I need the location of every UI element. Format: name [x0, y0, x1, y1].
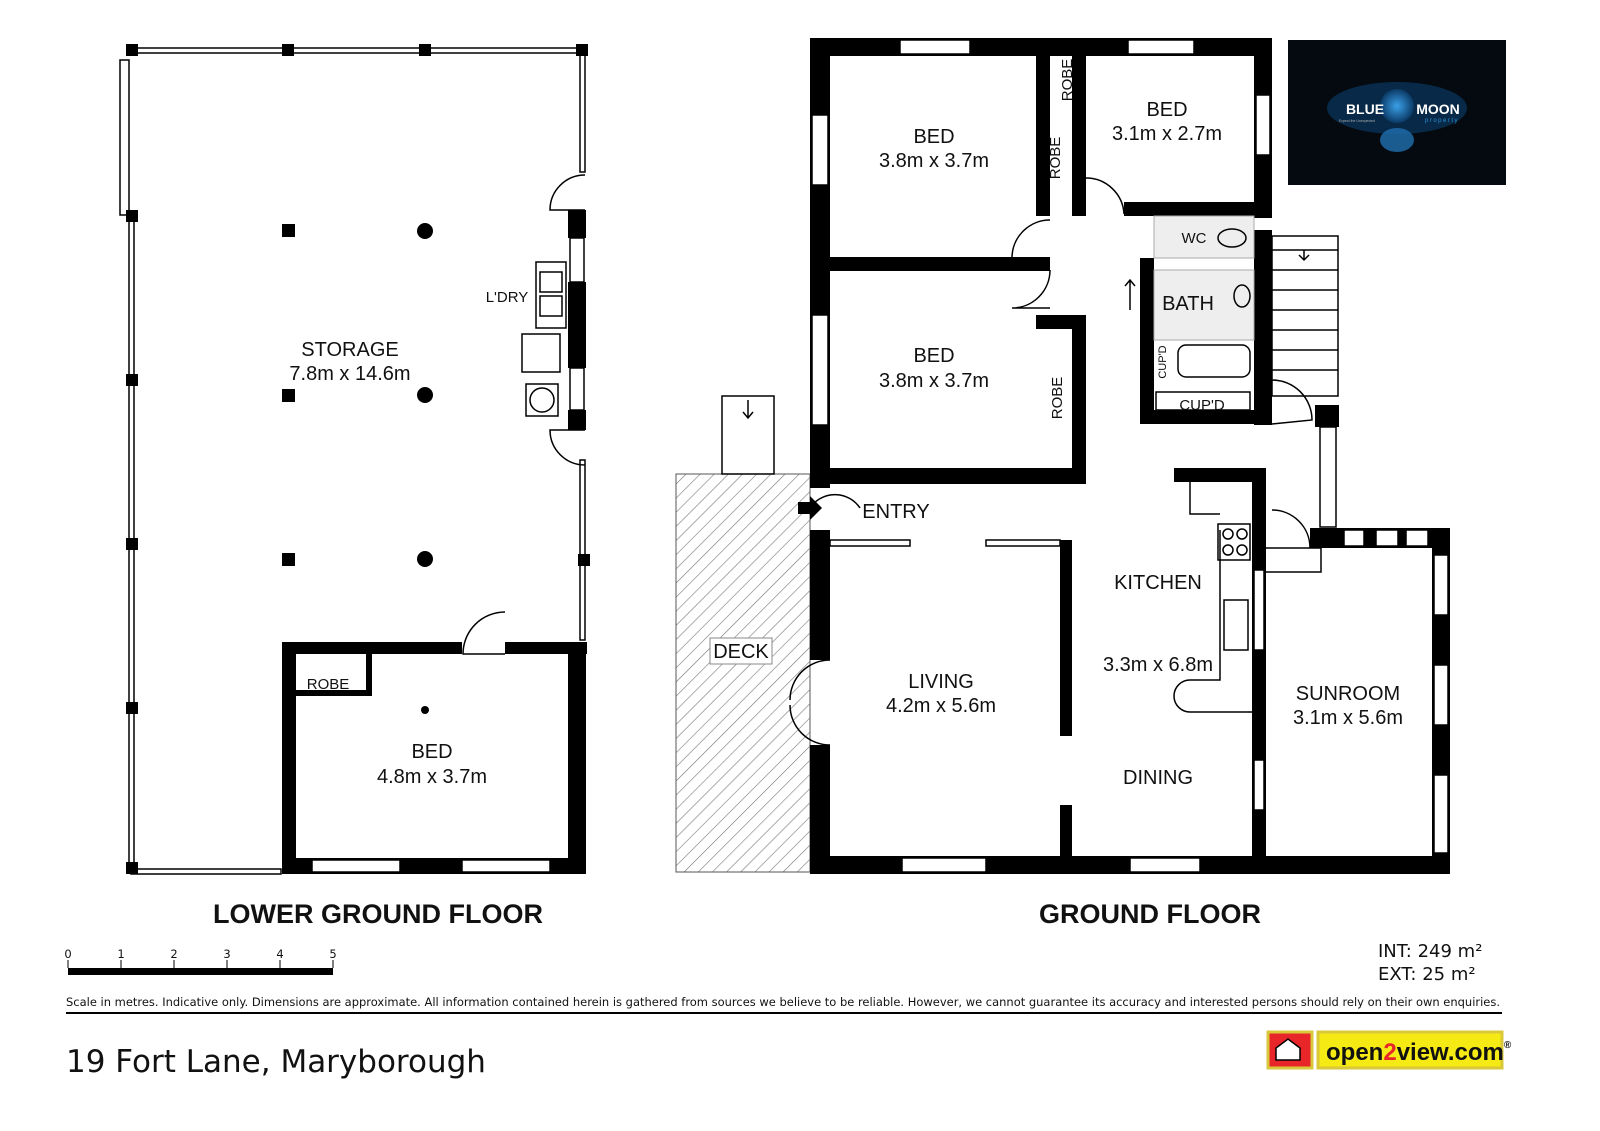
living-label: LIVING — [908, 671, 974, 693]
scale-tick-4: 4 — [276, 947, 283, 961]
bed1-label: BED — [913, 126, 954, 148]
cupboard-label: CUP'D — [1179, 397, 1225, 414]
portal-text-2: 2 — [1383, 1039, 1396, 1066]
entry-label: ENTRY — [862, 501, 929, 523]
deck-label: DECK — [713, 641, 769, 663]
bed3-size: 3.8m x 3.7m — [879, 370, 989, 392]
bed1-size: 3.8m x 3.7m — [879, 150, 989, 172]
logo-word-moon: MOON — [1416, 101, 1460, 117]
external-area: EXT: 25 m² — [1378, 964, 1476, 985]
scale-tick-0: 0 — [64, 947, 71, 961]
bed3-label: BED — [913, 345, 954, 367]
laundry-label: L'DRY — [486, 289, 529, 306]
house-icon — [1275, 1038, 1301, 1061]
scale-bar: 0 1 2 3 4 5 — [64, 947, 337, 975]
bed2-size: 3.1m x 2.7m — [1112, 123, 1222, 145]
open2view-logo: open2view.com® — [1266, 1030, 1512, 1070]
kitchen-size: 3.3m x 6.8m — [1103, 654, 1213, 676]
storage-room-size: 7.8m x 14.6m — [289, 363, 410, 385]
lower-robe-label: ROBE — [307, 676, 350, 693]
wc-label: WC — [1182, 230, 1207, 247]
logo-tagline: Expect the Unexpected — [1339, 119, 1375, 123]
blue-moon-logo: BLUE MOON Expect the Unexpected property — [1288, 40, 1506, 185]
sunroom-size: 3.1m x 5.6m — [1293, 707, 1403, 729]
scale-tick-5: 5 — [329, 947, 336, 961]
bed2-label: BED — [1146, 99, 1187, 121]
lower-bed-size: 4.8m x 3.7m — [377, 766, 487, 788]
bath-label: BATH — [1162, 293, 1214, 315]
scale-tick-1: 1 — [117, 947, 124, 961]
lower-ground-floor-title: LOWER GROUND FLOOR — [213, 899, 543, 929]
disclaimer: Scale in metres. Indicative only. Dimens… — [66, 995, 1500, 1009]
internal-area: INT: 249 m² — [1378, 941, 1482, 962]
divider — [66, 1012, 1502, 1014]
scale-tick-3: 3 — [223, 947, 230, 961]
ground-floor-plan: BED 3.8m x 3.7m BED 3.1m x 2.7m BED 3.8m… — [675, 38, 1450, 874]
portal-registered-mark: ® — [1504, 1040, 1512, 1051]
storage-room-label: STORAGE — [301, 339, 398, 361]
portal-text-open: open — [1326, 1039, 1383, 1066]
cupboard-label-2: CUP'D — [1157, 345, 1169, 378]
scale-tick-2: 2 — [170, 947, 177, 961]
ground-floor-title: GROUND FLOOR — [1039, 899, 1261, 929]
logo-sub: property — [1425, 118, 1459, 124]
logo-word-blue: BLUE — [1346, 101, 1384, 117]
property-address: 19 Fort Lane, Maryborough — [66, 1044, 486, 1080]
robe-label-2: ROBE — [1047, 137, 1064, 180]
lower-bed-label: BED — [411, 741, 452, 763]
dining-label: DINING — [1123, 767, 1193, 789]
svg-text:open2view.com®: open2view.com® — [1326, 1039, 1512, 1066]
robe-label-3: ROBE — [1049, 377, 1066, 420]
portal-text-view: view.com — [1397, 1039, 1504, 1066]
kitchen-label: KITCHEN — [1114, 572, 1202, 594]
lower-ground-floor-plan: STORAGE 7.8m x 14.6m L'DRY ROBE BED 4.8m… — [119, 44, 590, 875]
sunroom-label: SUNROOM — [1296, 683, 1400, 705]
robe-label-1: ROBE — [1059, 59, 1076, 102]
living-size: 4.2m x 5.6m — [886, 695, 996, 717]
